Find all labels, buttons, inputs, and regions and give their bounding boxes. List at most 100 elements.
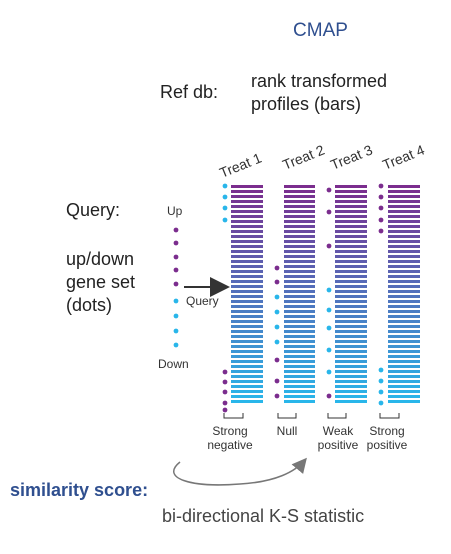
similarity-label: similarity score: — [10, 480, 149, 500]
result-label: negative — [207, 438, 253, 452]
profile-bar — [335, 220, 367, 223]
ref-db-description-line: rank transformed — [251, 71, 388, 91]
profile-bar — [388, 345, 420, 348]
profile-bar — [388, 370, 420, 373]
profile-bar — [231, 295, 263, 298]
profile-bar — [284, 310, 315, 313]
profile-bar — [388, 375, 420, 378]
profile-bar — [335, 325, 367, 328]
profile-bar — [388, 225, 420, 228]
profile-bar — [335, 285, 367, 288]
profile-bar — [335, 200, 367, 203]
query-description-line: up/down — [66, 249, 135, 269]
profile-bar — [335, 190, 367, 193]
down-gene-dot — [173, 342, 179, 348]
profile-bar — [335, 375, 367, 378]
profile-bar — [388, 335, 420, 338]
result-label: Strong — [212, 424, 247, 438]
profile-bar — [284, 385, 315, 388]
profile-bar — [231, 305, 263, 308]
profile-bar — [284, 285, 315, 288]
down-gene-dot — [274, 294, 280, 300]
query-description-line: gene set — [66, 272, 136, 292]
profile-bar — [231, 215, 263, 218]
down-gene-dot — [173, 313, 179, 319]
down-gene-dot — [378, 367, 384, 373]
profile-bar — [231, 360, 263, 363]
treatment-label: Treat 2 — [280, 141, 327, 172]
profile-bar — [284, 295, 315, 298]
profile-bar — [335, 265, 367, 268]
profile-bar — [388, 250, 420, 253]
profile-bar — [231, 370, 263, 373]
profile-bar — [284, 325, 315, 328]
profile-bar — [284, 275, 315, 278]
profile-bar — [388, 340, 420, 343]
profile-bar — [284, 380, 315, 383]
bracket — [379, 413, 400, 419]
up-gene-dot — [378, 194, 384, 200]
down-gene-dot — [326, 325, 332, 331]
profile-bar — [231, 345, 263, 348]
profile-bar — [335, 230, 367, 233]
profile-bar — [284, 215, 315, 218]
profile-bar — [284, 355, 315, 358]
profile-bar — [231, 225, 263, 228]
profile-bar — [335, 380, 367, 383]
profile-bar — [284, 270, 315, 273]
down-gene-dot — [274, 324, 280, 330]
bracket — [327, 413, 347, 419]
up-label: Up — [167, 204, 183, 218]
up-gene-dot — [222, 369, 228, 375]
profile-bar — [388, 395, 420, 398]
profile-bar — [388, 270, 420, 273]
profile-bar — [388, 185, 420, 188]
profile-bar — [231, 235, 263, 238]
profile-bar — [388, 245, 420, 248]
profile-bar — [335, 260, 367, 263]
profile-bar — [231, 350, 263, 353]
profile-bar — [231, 220, 263, 223]
profile-bar — [284, 375, 315, 378]
profile-bar — [284, 220, 315, 223]
profile-bar — [388, 280, 420, 283]
profile-bar — [231, 260, 263, 263]
diagram-title: CMAP — [293, 20, 348, 41]
down-gene-dot — [378, 378, 384, 384]
profile-bar — [231, 245, 263, 248]
treatment-label: Treat 4 — [380, 141, 427, 172]
profile-bar — [388, 275, 420, 278]
profile-bar — [231, 300, 263, 303]
query-dot-column — [173, 227, 179, 348]
query-arrow-label: Query — [186, 294, 219, 308]
profile-bar — [388, 200, 420, 203]
profile-bar — [335, 185, 367, 188]
ref-db-label: Ref db: — [160, 82, 219, 102]
up-gene-dot — [274, 357, 280, 363]
up-gene-dot — [378, 217, 384, 223]
profile-bar — [335, 335, 367, 338]
profile-bar — [388, 325, 420, 328]
down-gene-dot — [222, 205, 228, 211]
profile-bar — [231, 195, 263, 198]
profile-bar — [284, 255, 315, 258]
profile-bar — [388, 350, 420, 353]
profile-bar — [335, 255, 367, 258]
profile-bar — [284, 330, 315, 333]
profile-bar — [284, 305, 315, 308]
up-gene-dot — [378, 228, 384, 234]
ref-db-description-line: profiles (bars) — [251, 94, 362, 114]
down-gene-dot — [222, 194, 228, 200]
profile-bar — [388, 205, 420, 208]
profile-bar — [335, 385, 367, 388]
profile-bar — [335, 195, 367, 198]
profile-bar — [231, 340, 263, 343]
profile-bar — [231, 265, 263, 268]
profile-bar — [284, 290, 315, 293]
profile-bar — [388, 285, 420, 288]
query-label: Query: — [66, 200, 121, 220]
treatment-label: Treat 1 — [217, 149, 264, 180]
profile-bar — [388, 235, 420, 238]
profile-bar — [388, 355, 420, 358]
profile-bar — [335, 245, 367, 248]
